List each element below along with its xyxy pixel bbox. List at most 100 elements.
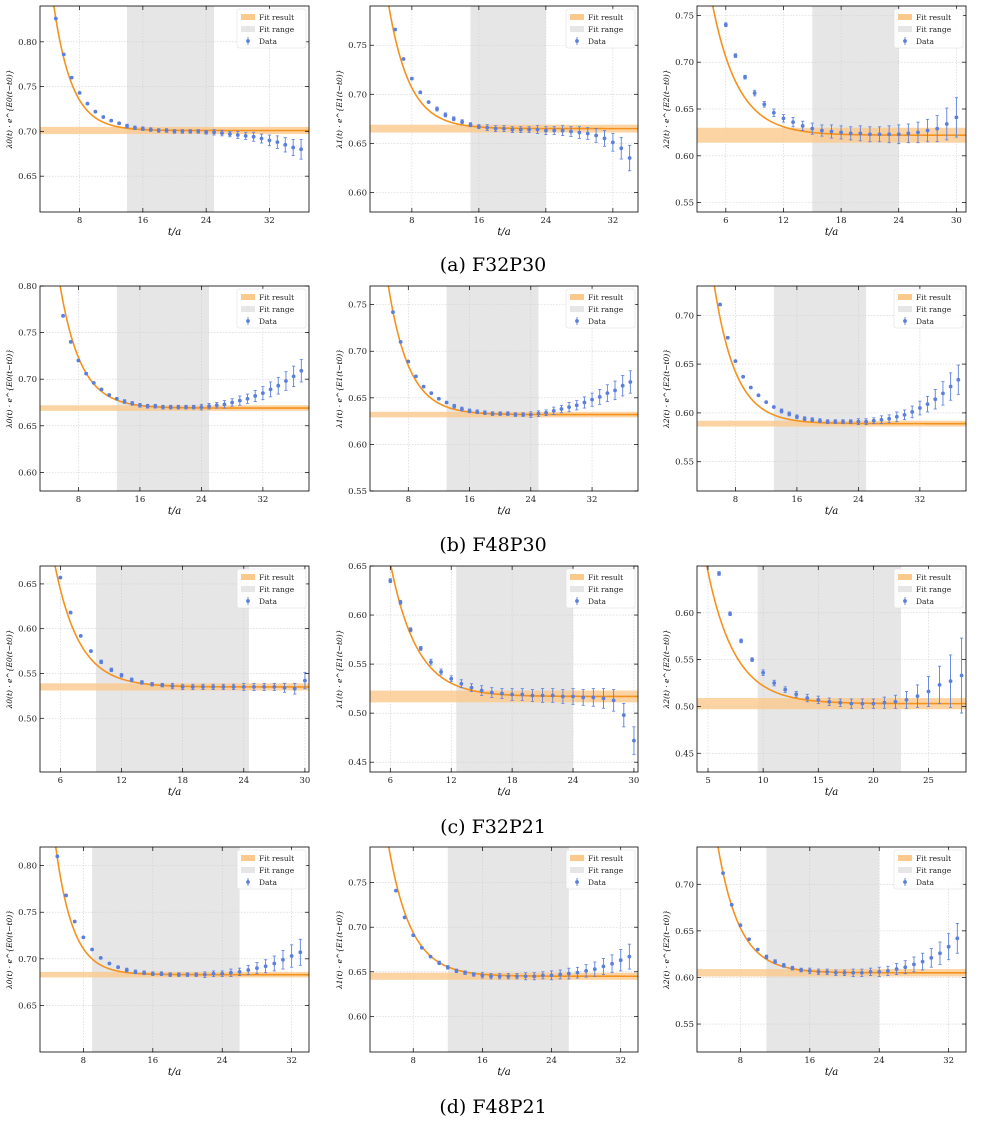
data-point (627, 954, 632, 959)
legend-fit-range-swatch (898, 867, 912, 873)
data-point (505, 411, 510, 416)
data-point (743, 75, 747, 80)
data-point (211, 971, 216, 976)
data-point (894, 414, 899, 419)
data-point (398, 340, 403, 344)
data-point (510, 127, 515, 132)
data-point (944, 122, 949, 126)
data-point (904, 698, 909, 702)
data-point (733, 53, 738, 58)
y-tick-label: 0.70 (348, 347, 367, 357)
fit-curve (54, 847, 309, 976)
legend-fit-result-swatch (241, 574, 255, 580)
data-point (771, 405, 776, 409)
data-point (627, 156, 632, 160)
x-tick-label: 15 (813, 776, 824, 786)
x-tick-label: 12 (446, 776, 457, 786)
data-point (591, 695, 596, 700)
legend-fit-range-label: Fit range (588, 305, 624, 314)
data-point (402, 915, 407, 920)
legend-data-marker (246, 880, 250, 884)
x-tick-label: 32 (615, 1056, 626, 1066)
data-point (621, 713, 626, 718)
legend-fit-result-label: Fit result (588, 13, 623, 22)
data-point (917, 406, 922, 410)
data-point (718, 302, 722, 307)
data-point (585, 131, 590, 136)
y-tick-label: 0.55 (348, 487, 367, 497)
data-point (220, 131, 224, 136)
data-point (620, 383, 625, 388)
data-point (894, 967, 899, 971)
data-point (109, 667, 114, 672)
data-point (848, 419, 853, 424)
legend-fit-result-label: Fit result (916, 13, 951, 22)
data-point (222, 402, 227, 407)
x-tick-label: 32 (914, 495, 925, 505)
data-point (398, 600, 403, 605)
data-point (124, 968, 129, 972)
data-point (168, 972, 173, 977)
axes-frame (696, 565, 967, 773)
data-point (574, 403, 579, 408)
y-tick-label: 0.60 (348, 611, 367, 621)
data-point (750, 657, 755, 662)
x-tick-label: 24 (540, 216, 551, 226)
data-point (506, 974, 511, 979)
x-axis-label: t/a (168, 1067, 181, 1078)
data-point (802, 416, 807, 421)
data-point (168, 405, 173, 410)
data-point (856, 419, 861, 424)
y-axis-label: λ0(t) · e^{E0(t−t0)} (5, 349, 14, 429)
data-point (449, 676, 454, 681)
fit-band (370, 690, 638, 703)
x-tick-label: 24 (525, 495, 536, 505)
data-point (571, 694, 575, 699)
data-point (790, 966, 795, 971)
data-point (133, 969, 138, 974)
x-tick-label: 24 (217, 1056, 228, 1066)
x-tick-label: 16 (135, 495, 146, 505)
y-tick-label: 0.45 (348, 758, 367, 768)
legend-data-label: Data (588, 317, 606, 326)
data-point (601, 964, 606, 969)
data-point (871, 418, 876, 423)
data-point (235, 133, 240, 137)
data-point (202, 972, 207, 977)
data-point (291, 374, 296, 379)
plot-area (40, 566, 309, 772)
data-point (237, 969, 242, 974)
data-point (122, 399, 127, 404)
data-point (150, 971, 155, 976)
data-point (489, 690, 494, 695)
data-point (411, 933, 416, 938)
y-tick-label: 0.65 (18, 422, 37, 432)
y-tick-label: 0.65 (675, 105, 694, 115)
data-point (882, 700, 887, 705)
data-point (489, 974, 493, 979)
axes-frame (696, 285, 967, 492)
legend-fit-result-swatch (898, 294, 912, 300)
legend-data-marker (246, 39, 250, 43)
y-tick-label: 0.60 (348, 1012, 367, 1022)
x-tick-label: 16 (477, 1056, 488, 1066)
data-point (298, 950, 303, 955)
data-point (204, 130, 209, 135)
data-point (799, 968, 804, 972)
data-point (185, 972, 190, 977)
data-point (116, 965, 120, 970)
y-tick-label: 0.60 (675, 409, 694, 419)
data-point (566, 971, 571, 976)
y-tick-label: 0.80 (18, 38, 37, 48)
data-point (906, 131, 911, 136)
data-point (191, 405, 196, 410)
data-point (230, 400, 235, 405)
data-point (289, 954, 294, 958)
data-point (61, 313, 65, 318)
fit-curve (706, 566, 966, 705)
data-point (69, 75, 74, 80)
y-tick-label: 0.65 (18, 1001, 37, 1011)
y-tick-label: 0.65 (348, 562, 367, 572)
